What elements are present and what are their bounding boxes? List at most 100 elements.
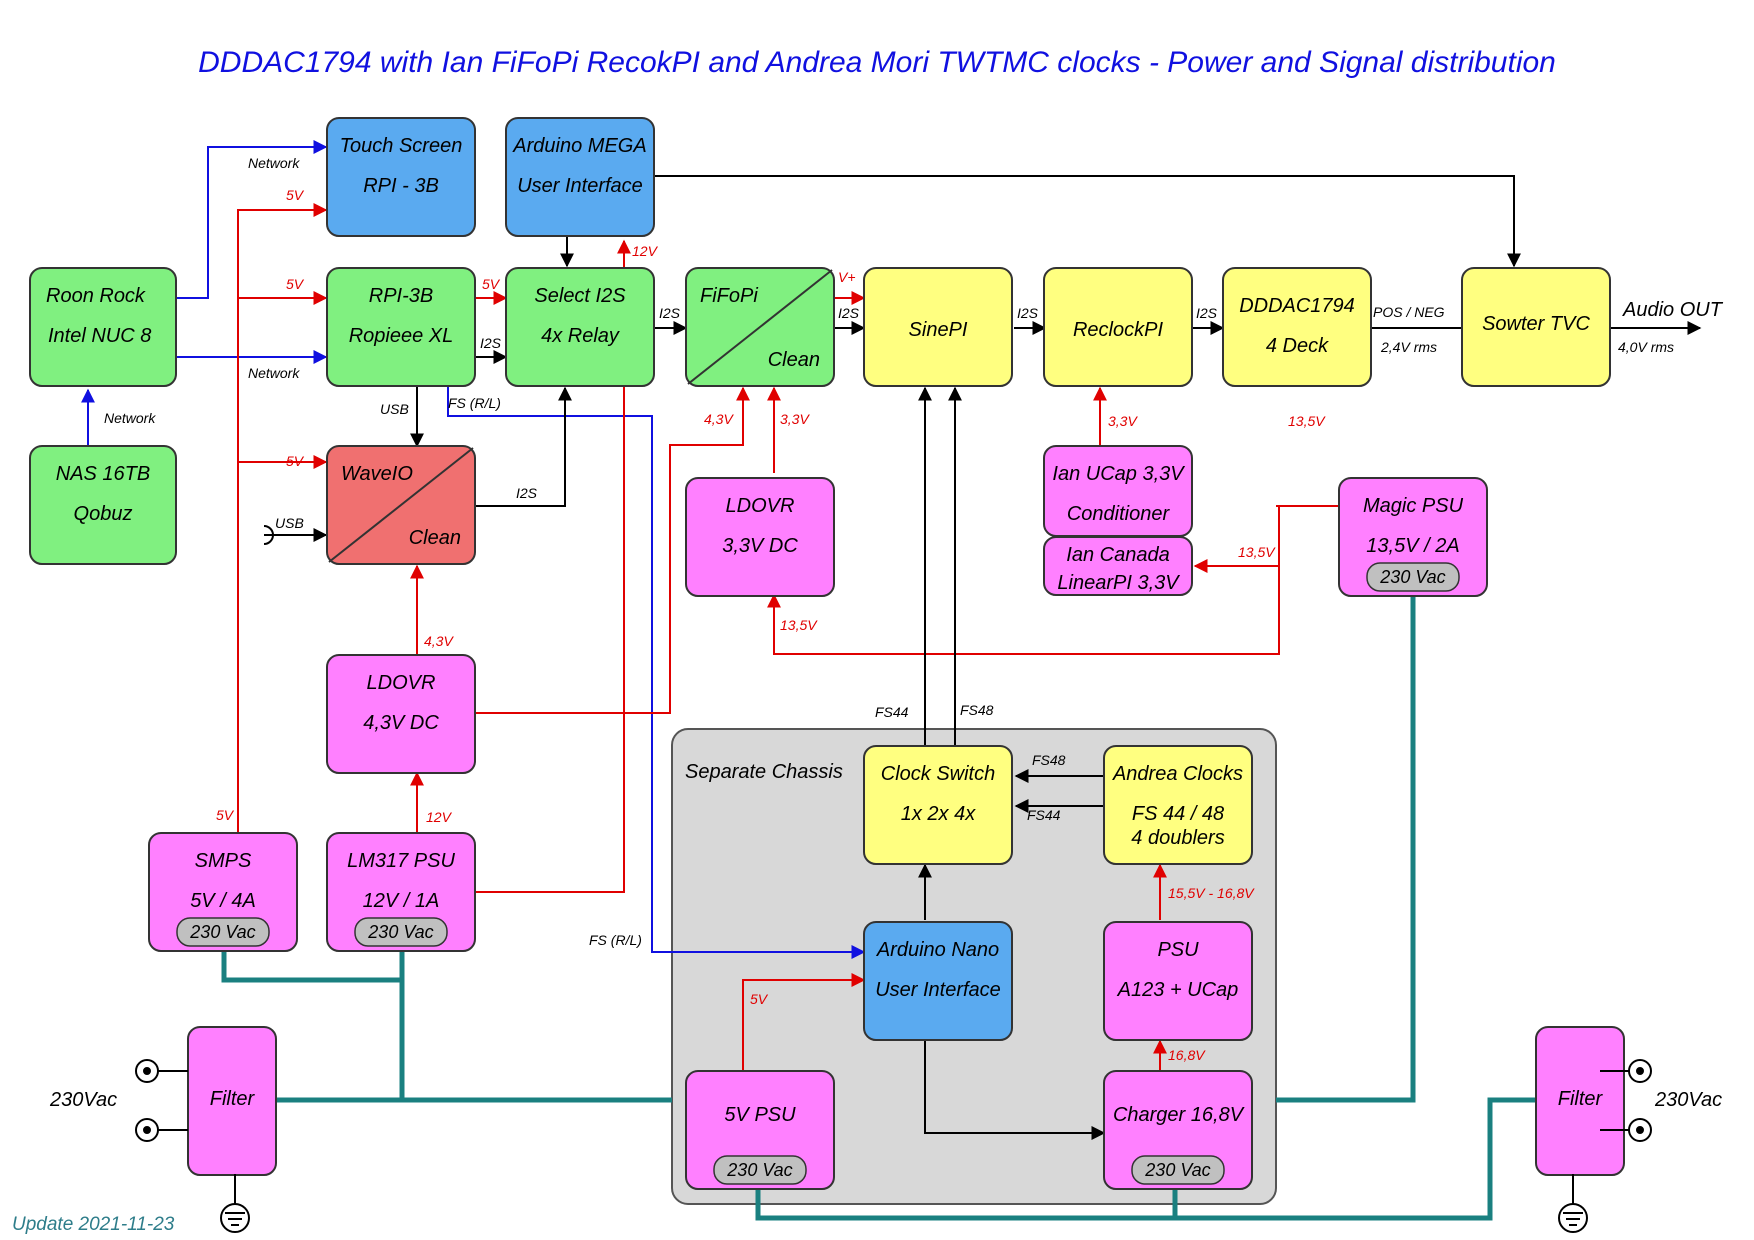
label-5v: 5V <box>286 187 305 203</box>
label-rms: 2,4V rms <box>1380 339 1437 355</box>
mains-badge-label: 230 Vac <box>189 922 255 942</box>
block-label: Intel NUC 8 <box>48 325 151 347</box>
block-label: WaveIO <box>341 463 413 485</box>
label-3v3: 3,3V <box>780 411 810 427</box>
label-12v: 12V <box>632 243 659 259</box>
block-label: 4 doublers <box>1131 827 1224 849</box>
mains-badge-label: 230 Vac <box>367 922 433 942</box>
label-5v: 5V <box>750 991 769 1007</box>
block-label: SMPS <box>195 850 252 872</box>
block-label: Ian Canada <box>1066 544 1169 566</box>
block-label: 4,3V DC <box>363 712 439 734</box>
block-label: DDDAC1794 <box>1239 295 1355 317</box>
label-i2s: I2S <box>480 335 502 351</box>
mains-badge <box>354 917 448 947</box>
label-fs44: FS44 <box>1027 807 1061 823</box>
block-label: Clean <box>409 527 461 549</box>
block-label: FiFoPi <box>700 285 758 307</box>
block-label: LM317 PSU <box>347 850 455 872</box>
block-label: LDOVR <box>367 672 436 694</box>
block-label: 4 Deck <box>1266 335 1329 357</box>
mains-wires <box>221 577 1538 1221</box>
block-box <box>1103 921 1253 1041</box>
block-label: Select I2S <box>534 285 626 307</box>
label-fs48: FS48 <box>960 702 994 718</box>
block-box <box>505 117 655 237</box>
block-filter-right: Filter <box>1535 1026 1625 1176</box>
block-label: Clean <box>768 349 820 371</box>
block-box <box>863 921 1013 1041</box>
label-network: Network <box>248 365 300 381</box>
mains-connectors <box>135 1059 1652 1233</box>
block-sowter-tvc: Sowter TVC <box>1461 267 1611 387</box>
block-label: 13,5V / 2A <box>1366 535 1459 557</box>
block-label: Qobuz <box>74 503 133 525</box>
block-label: Ian UCap 3,3V <box>1052 463 1185 485</box>
block-label: A123 + UCap <box>1117 979 1239 1001</box>
block-label: SinePI <box>909 319 968 341</box>
block-nas: NAS 16TB Qobuz <box>29 445 177 565</box>
mains-badge-label: 230 Vac <box>726 1160 792 1180</box>
block-filter-left: Filter <box>187 1026 277 1176</box>
label-fs48: FS48 <box>1032 752 1066 768</box>
block-box <box>863 267 1013 387</box>
block-sinepi: SinePI <box>863 267 1013 387</box>
black-wires <box>264 175 1702 1140</box>
block-label: Arduino Nano <box>876 939 999 961</box>
block-box <box>1043 267 1193 387</box>
label-4v3: 4,3V <box>704 411 734 427</box>
label-i2s: I2S <box>1196 305 1218 321</box>
block-label: NAS 16TB <box>56 463 150 485</box>
label-13v5: 13,5V <box>1238 544 1276 560</box>
label-5v: 5V <box>286 453 305 469</box>
block-label: User Interface <box>875 979 1001 1001</box>
mains-badge-label: 230 Vac <box>1379 567 1445 587</box>
update-date: Update 2021-11-23 <box>12 1214 175 1235</box>
mains-badge <box>1366 562 1460 592</box>
block-label: Sowter TVC <box>1482 313 1590 335</box>
block-box <box>1535 1026 1625 1176</box>
block-waveio: WaveIO Clean <box>326 445 476 565</box>
label-5v: 5V <box>286 276 305 292</box>
block-box <box>505 267 655 387</box>
block-label: RPI - 3B <box>363 175 439 197</box>
block-label: 5V / 4A <box>190 890 256 912</box>
block-label: Touch Screen <box>340 135 463 157</box>
block-box <box>1461 267 1611 387</box>
block-label: Filter <box>210 1088 256 1110</box>
label-i2s: I2S <box>1017 305 1039 321</box>
label-16v8: 16,8V <box>1168 1047 1206 1063</box>
label-3v3: 3,3V <box>1108 413 1138 429</box>
block-label: ReclockPI <box>1073 319 1163 341</box>
block-label: Arduino MEGA <box>512 135 646 157</box>
label-i2s: I2S <box>516 485 538 501</box>
block-box <box>1103 745 1253 865</box>
block-label: PSU <box>1157 939 1199 961</box>
usb-plug-icon <box>263 525 274 545</box>
block-label: 12V / 1A <box>363 890 440 912</box>
block-box <box>1043 536 1193 596</box>
mains-badge <box>1131 1155 1225 1185</box>
block-box <box>29 445 177 565</box>
label-5v: 5V <box>216 807 235 823</box>
block-psu-a123: PSU A123 + UCap <box>1103 921 1253 1041</box>
ground-icon <box>220 1174 250 1233</box>
label-i2s: I2S <box>838 305 860 321</box>
blue-wires <box>81 140 866 959</box>
block-label: 1x 2x 4x <box>901 803 976 825</box>
block-box <box>29 267 177 387</box>
mains-badge <box>713 1155 807 1185</box>
